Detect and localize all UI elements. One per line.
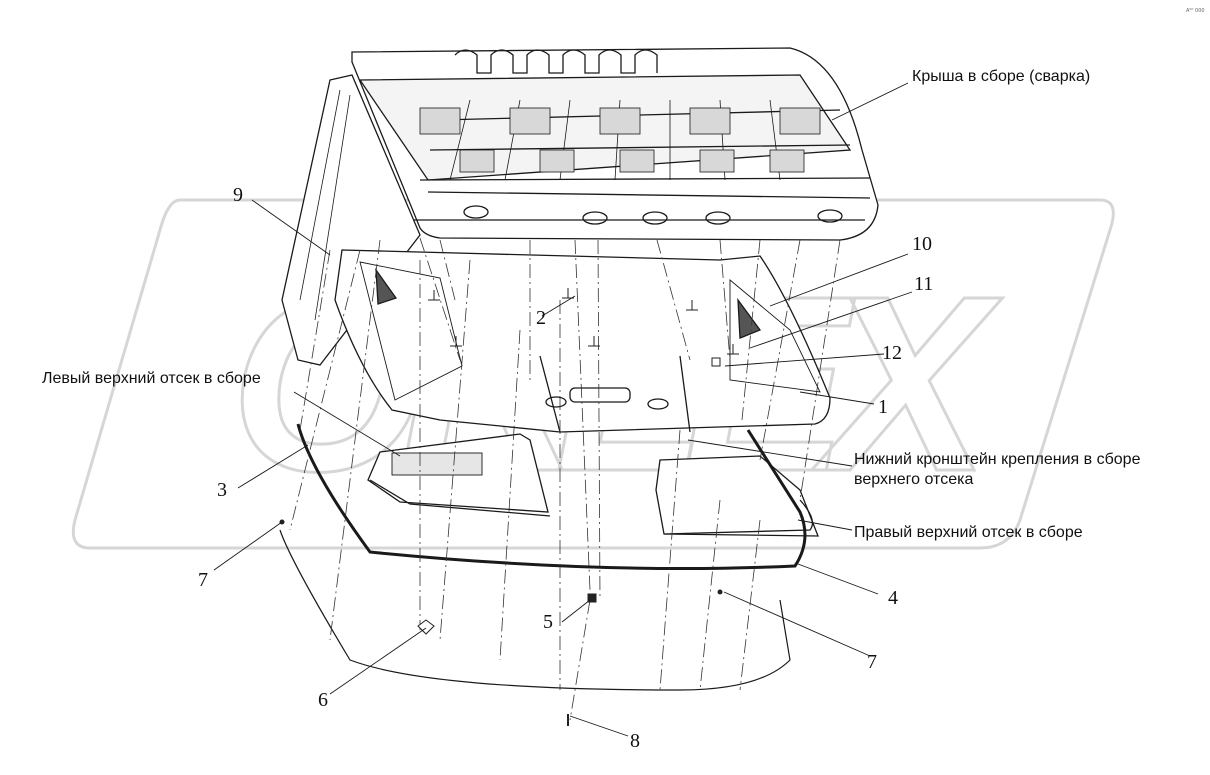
fasteners (279, 288, 739, 726)
callout-9: 9 (233, 184, 243, 206)
callout-2: 2 (536, 307, 546, 329)
callout-8: 8 (630, 730, 640, 752)
callout-10: 10 (912, 233, 932, 255)
callout-4: 4 (888, 587, 898, 609)
label-left-upper-compartment: Левый верхний отсек в сборе (42, 370, 261, 387)
label-right-upper-compartment: Правый верхний отсек в сборе (854, 524, 1083, 541)
callout-6: 6 (318, 689, 328, 711)
left-upper-compartment (367, 433, 551, 517)
callout-7-right: 7 (867, 651, 877, 673)
callout-1: 1 (878, 396, 888, 418)
leader-lines (213, 82, 913, 737)
callout-5: 5 (543, 611, 553, 633)
label-roof-assembly: Крыша в сборе (сварка) (912, 68, 1091, 85)
assembly-axes (289, 237, 841, 721)
label-lower-bracket: Нижний кронштейн крепления в сборе верхн… (854, 451, 1141, 488)
callout-7-left: 7 (198, 569, 208, 591)
upper-console-panel (334, 249, 831, 433)
lower-headliner-panel (279, 529, 791, 691)
roof-assembly (281, 47, 879, 366)
trim-seal (296, 423, 807, 571)
corner-mark: A⁰⁰ 000 (1186, 8, 1205, 14)
callout-12: 12 (882, 342, 902, 364)
callout-3: 3 (217, 479, 227, 501)
callout-11: 11 (914, 273, 934, 295)
